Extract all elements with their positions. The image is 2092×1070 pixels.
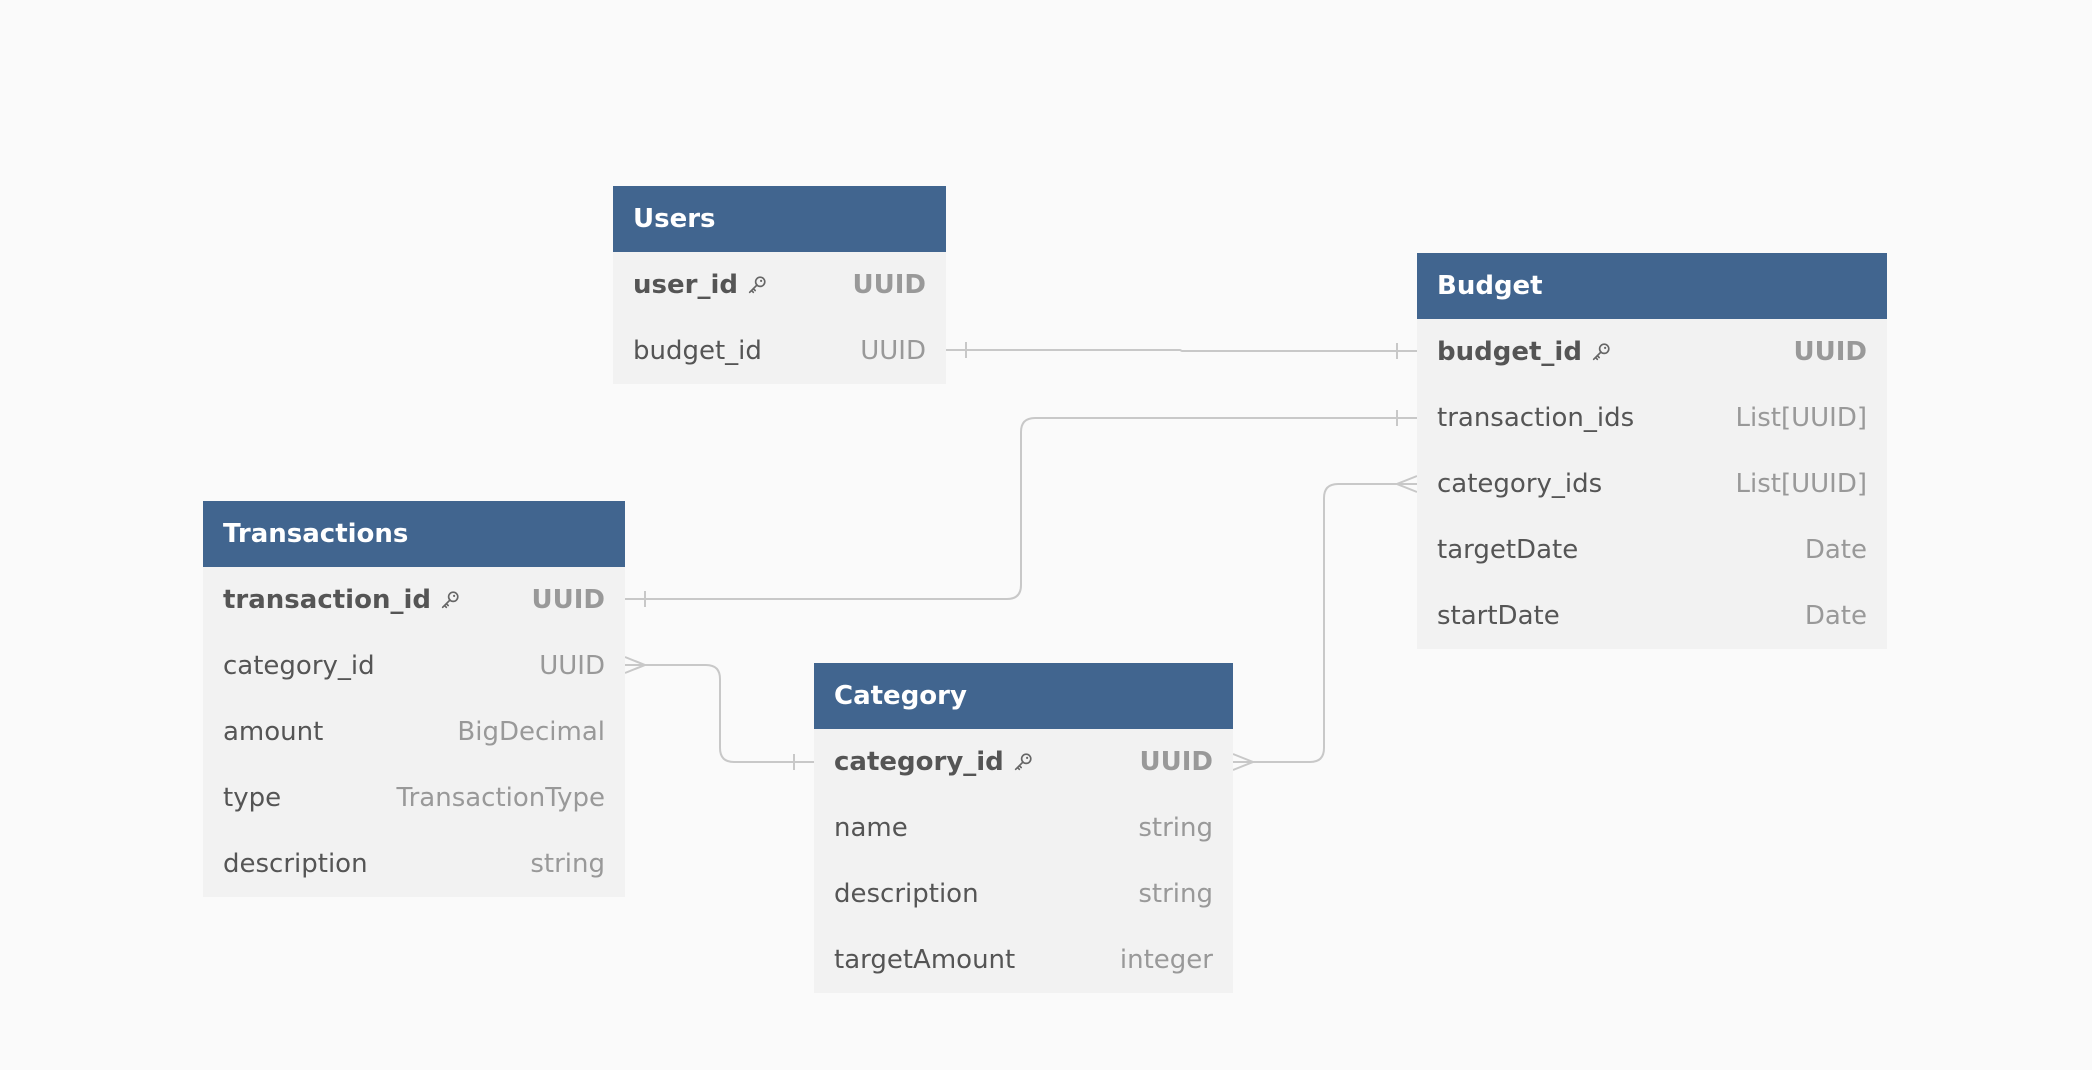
relationship-line: [625, 664, 814, 763]
key-icon: [746, 274, 768, 296]
field-row[interactable]: amount BigDecimal: [203, 699, 625, 765]
field-name: budget_id: [633, 336, 762, 366]
many-marker: [1232, 753, 1256, 771]
relationship-line: [946, 349, 1417, 352]
field-row[interactable]: type TransactionType: [203, 765, 625, 831]
many-marker: [624, 656, 648, 674]
field-type: string: [1138, 879, 1213, 909]
field-row[interactable]: transaction_id UUID: [203, 567, 625, 633]
table-header[interactable]: Transactions: [203, 501, 625, 567]
field-name: category_id: [834, 747, 1004, 777]
field-type: UUID: [539, 651, 605, 681]
field-row[interactable]: startDate Date: [1417, 583, 1887, 649]
field-name: description: [834, 879, 979, 909]
field-row[interactable]: description string: [203, 831, 625, 897]
field-row[interactable]: budget_id UUID: [613, 318, 946, 384]
table-header[interactable]: Category: [814, 663, 1233, 729]
table-transactions[interactable]: Transactions transaction_id UUID categor…: [203, 501, 625, 897]
field-type: integer: [1119, 945, 1213, 975]
relationship-line: [625, 417, 1417, 600]
field-name: startDate: [1437, 601, 1560, 631]
field-row[interactable]: user_id UUID: [613, 252, 946, 318]
field-type: List[UUID]: [1735, 469, 1868, 499]
field-type: UUID: [860, 336, 926, 366]
field-name: budget_id: [1437, 337, 1582, 367]
field-type: UUID: [1793, 337, 1867, 367]
field-name: transaction_ids: [1437, 403, 1635, 433]
field-row[interactable]: name string: [814, 795, 1233, 861]
field-name: user_id: [633, 270, 738, 300]
field-name: category_ids: [1437, 469, 1603, 499]
field-name: description: [223, 849, 368, 879]
table-header[interactable]: Users: [613, 186, 946, 252]
table-category[interactable]: Category category_id UUID name string de…: [814, 663, 1233, 993]
field-name: type: [223, 783, 282, 813]
field-type: List[UUID]: [1735, 403, 1868, 433]
field-name: amount: [223, 717, 324, 747]
field-type: UUID: [852, 270, 926, 300]
field-row[interactable]: category_id UUID: [814, 729, 1233, 795]
table-header[interactable]: Budget: [1417, 253, 1887, 319]
key-icon: [1590, 341, 1612, 363]
field-name: targetDate: [1437, 535, 1579, 565]
field-name: category_id: [223, 651, 375, 681]
field-row[interactable]: targetDate Date: [1417, 517, 1887, 583]
field-row[interactable]: targetAmount integer: [814, 927, 1233, 993]
field-name: transaction_id: [223, 585, 431, 615]
field-type: string: [530, 849, 605, 879]
key-icon: [1012, 751, 1034, 773]
field-name: name: [834, 813, 908, 843]
field-row[interactable]: category_ids List[UUID]: [1417, 451, 1887, 517]
field-row[interactable]: description string: [814, 861, 1233, 927]
field-row[interactable]: category_id UUID: [203, 633, 625, 699]
field-type: UUID: [531, 585, 605, 615]
table-budget[interactable]: Budget budget_id UUID transaction_ids Li…: [1417, 253, 1887, 649]
relationship-line: [1233, 483, 1417, 763]
field-row[interactable]: transaction_ids List[UUID]: [1417, 385, 1887, 451]
field-row[interactable]: budget_id UUID: [1417, 319, 1887, 385]
many-marker: [1394, 475, 1418, 493]
field-type: BigDecimal: [457, 717, 605, 747]
field-type: Date: [1804, 535, 1867, 565]
field-type: UUID: [1139, 747, 1213, 777]
field-name: targetAmount: [834, 945, 1016, 975]
key-icon: [439, 589, 461, 611]
table-users[interactable]: Users user_id UUID budget_id UUID: [613, 186, 946, 384]
field-type: string: [1138, 813, 1213, 843]
field-type: Date: [1804, 601, 1867, 631]
field-type: TransactionType: [396, 783, 605, 813]
